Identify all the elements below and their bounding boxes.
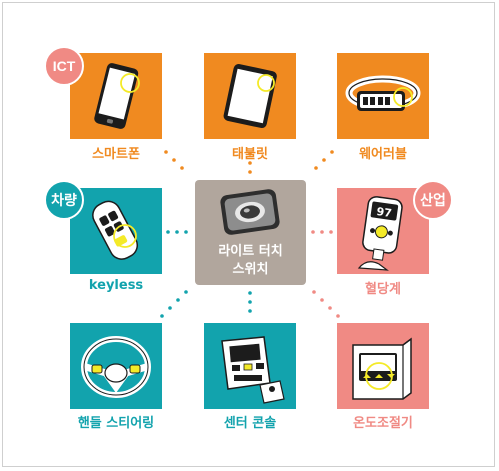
thermostat-icon (337, 323, 429, 409)
keyless-tile (70, 188, 162, 274)
vehicle-badge: 차량 (44, 180, 84, 220)
wearable-tile (337, 53, 429, 139)
center-label-line1: 라이트 터치 (218, 244, 283, 259)
car-key-fob-icon (70, 188, 162, 274)
smartphone-tile (70, 53, 162, 139)
teal-connectors (160, 230, 252, 318)
touch-switch-icon (195, 180, 306, 285)
pink-connectors (311, 230, 340, 318)
glucose-meter-label: 혈당계 (365, 282, 401, 297)
ict-badge: ICT (44, 46, 84, 86)
center-label-line2: 스위치 (232, 262, 269, 277)
steering-wheel-tile (70, 323, 162, 409)
thermostat-label: 온도조절기 (353, 416, 413, 431)
keyless-label: keyless (88, 278, 144, 293)
smartphone-icon (70, 53, 162, 139)
diagram-frame (2, 2, 495, 467)
tablet-tile (204, 53, 296, 139)
tablet-label: 태블릿 (232, 147, 268, 162)
center-node: 라이트 터치 스위치 (195, 180, 306, 285)
industry-badge: 산업 (413, 180, 453, 220)
center-console-icon (204, 323, 296, 409)
wearable-band-icon (337, 53, 429, 139)
wearable-label: 웨어러블 (359, 147, 407, 162)
steering-wheel-label: 핸들 스티어링 (77, 416, 155, 431)
svg-text:97: 97 (376, 205, 393, 220)
tablet-icon (204, 53, 296, 139)
center-console-tile (204, 323, 296, 409)
smartphone-label: 스마트폰 (92, 147, 140, 162)
orange-connectors (164, 150, 334, 174)
steering-wheel-icon (70, 323, 162, 409)
center-console-label: 센터 콘솔 (223, 416, 277, 431)
thermostat-tile (337, 323, 429, 409)
